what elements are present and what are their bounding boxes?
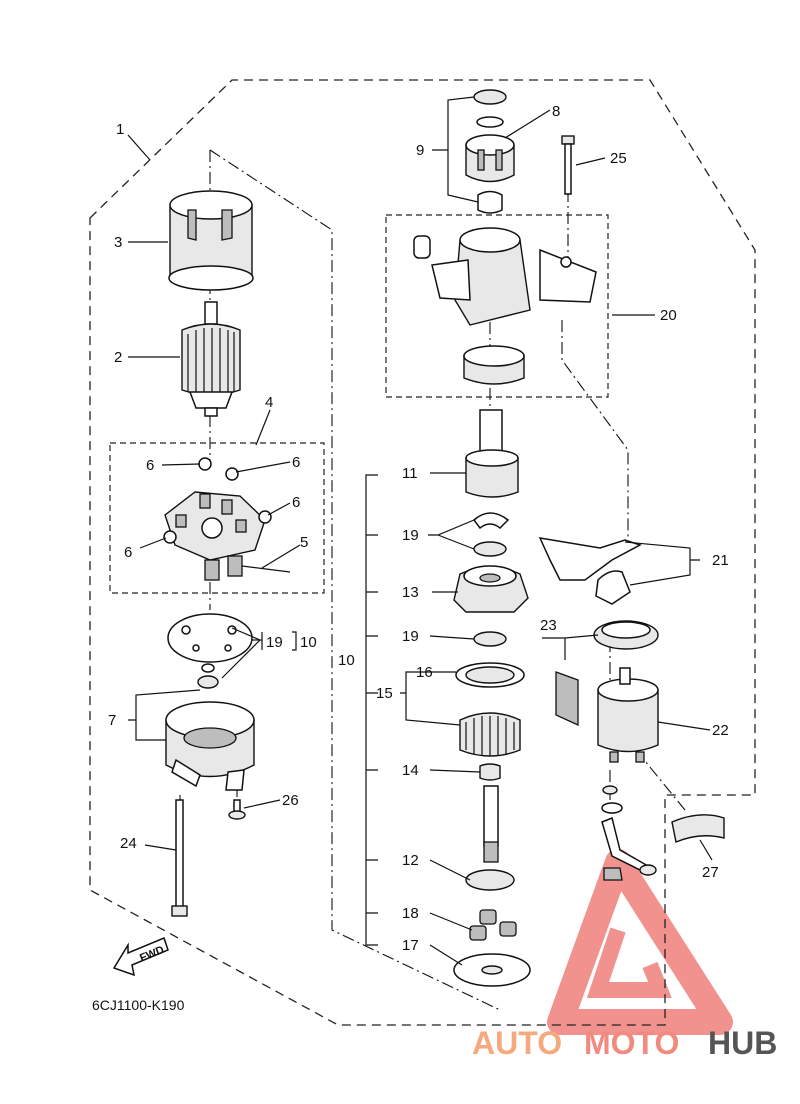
pinion-gear-part-8 <box>465 134 515 183</box>
callout-20: 20 <box>660 307 677 324</box>
planet-gears-part-18 <box>469 909 517 941</box>
solenoid-plunger-part-23 <box>555 620 659 727</box>
washer-part-19b <box>473 631 507 647</box>
callout-10b: 10 <box>338 652 355 669</box>
front-bracket-box-20 <box>385 214 609 398</box>
callout-6d: 6 <box>124 544 132 561</box>
callout-19a: 19 <box>266 634 283 651</box>
fwd-arrow-icon: FWD <box>112 936 169 977</box>
washer-part-19a <box>473 541 507 557</box>
drive-shaft-part-12 <box>465 785 515 891</box>
callout-15: 15 <box>376 685 393 702</box>
pinion-shaft-part-11 <box>465 409 519 498</box>
callout-22: 22 <box>712 722 729 739</box>
callout-8: 8 <box>552 103 560 120</box>
callout-6c: 6 <box>292 494 300 511</box>
callout-4: 4 <box>265 394 273 411</box>
svg-text:HUB: HUB <box>708 1025 777 1061</box>
armature-part-2 <box>181 301 241 417</box>
callout-labels: 1 3 2 4 6 6 6 6 5 19 10 7 26 24 8 9 25 2… <box>92 103 729 1013</box>
callout-19b: 19 <box>402 527 419 544</box>
end-cover-part-7 <box>165 701 255 791</box>
screw-part-26 <box>228 799 246 820</box>
callout-6a: 6 <box>146 457 154 474</box>
callout-27: 27 <box>702 864 719 881</box>
callout-26: 26 <box>282 792 299 809</box>
through-bolt-part-24 <box>171 799 188 917</box>
callout-6b: 6 <box>292 454 300 471</box>
svg-text:MOTO: MOTO <box>584 1025 679 1061</box>
callout-17: 17 <box>402 937 419 954</box>
washer-part-14 <box>479 763 501 781</box>
callout-13: 13 <box>402 584 419 601</box>
callout-21: 21 <box>712 552 729 569</box>
solenoid-part-22 <box>597 667 659 763</box>
callout-24: 24 <box>120 835 137 852</box>
lead-wire <box>601 785 657 881</box>
leader-lines <box>127 96 713 966</box>
plate-part-17 <box>453 953 531 987</box>
assembly-boundary-1 <box>89 79 756 1026</box>
brush-holder-box-4 <box>109 442 325 594</box>
watermark-text: AUTO MOTO HUB <box>472 1025 777 1061</box>
drawing-code: 6CJ1100-K190 <box>92 997 185 1013</box>
callout-12: 12 <box>402 852 419 869</box>
callout-2: 2 <box>114 349 122 366</box>
callout-16: 16 <box>416 664 433 681</box>
circlip-part-19 <box>472 512 510 530</box>
callout-18: 18 <box>402 905 419 922</box>
callout-19c: 19 <box>402 628 419 645</box>
callout-10a: 10 <box>300 634 317 651</box>
brush-part-5 <box>204 555 291 581</box>
callout-14: 14 <box>402 762 419 779</box>
callout-1: 1 <box>116 121 124 138</box>
lever-part-21 <box>538 537 642 605</box>
callout-25: 25 <box>610 150 627 167</box>
yoke-part-3 <box>168 190 254 291</box>
tape-part-27 <box>671 814 725 843</box>
callout-9: 9 <box>416 142 424 159</box>
callout-3: 3 <box>114 234 122 251</box>
callout-11: 11 <box>402 465 418 482</box>
brush-plate-part-19 <box>167 613 253 689</box>
brush-springs-part-6 <box>163 457 272 544</box>
internal-gear-part-15 <box>455 662 525 757</box>
stopper-ring-part-9 <box>473 89 507 214</box>
bolt-part-25 <box>561 135 575 195</box>
callout-5: 5 <box>300 534 308 551</box>
brush-holder-part-4 <box>164 491 266 561</box>
watermark-logo <box>547 849 733 1035</box>
front-bracket-part-20 <box>413 227 597 385</box>
callout-7: 7 <box>108 712 116 729</box>
svg-text:AUTO: AUTO <box>472 1025 562 1061</box>
center-bracket-part-13 <box>453 565 529 613</box>
callout-23: 23 <box>540 617 557 634</box>
